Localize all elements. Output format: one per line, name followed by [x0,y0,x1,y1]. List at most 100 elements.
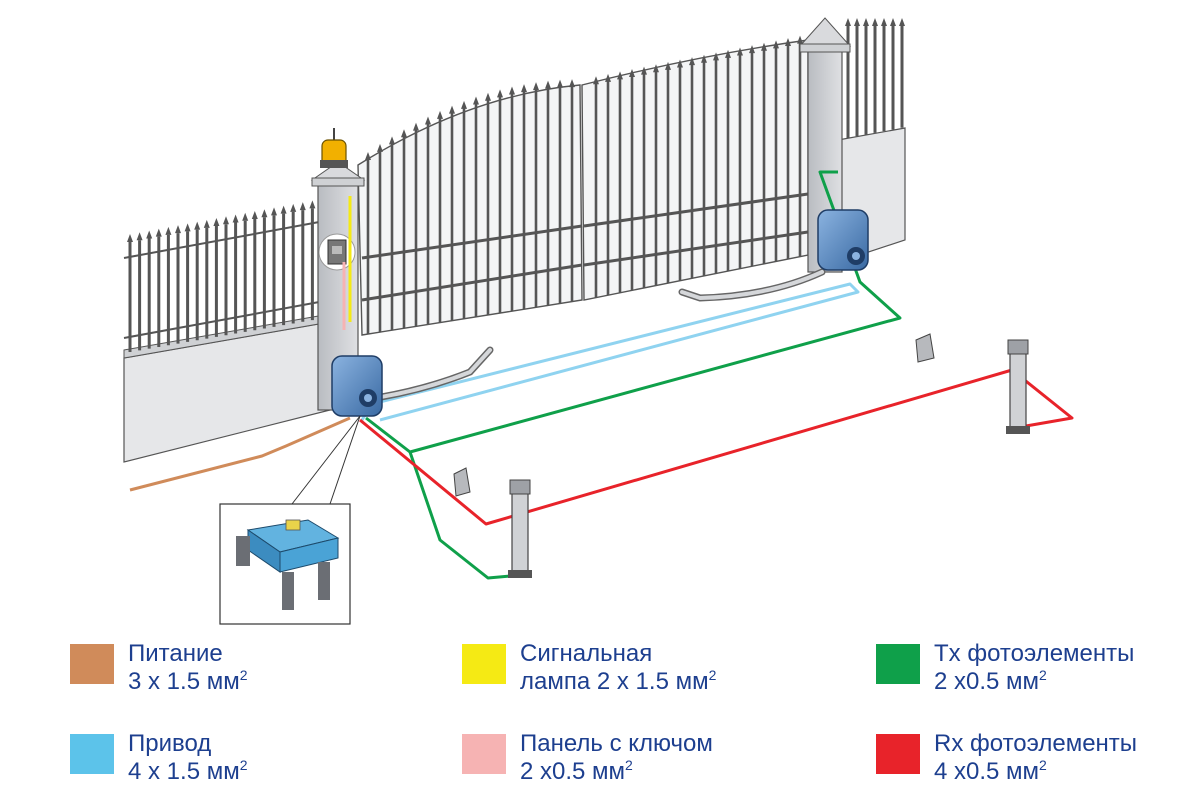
fence-spike [863,18,869,26]
fence-spike [165,226,172,235]
legend-spec-exponent: 2 [1039,757,1047,773]
legend-label-line1: Питание [128,640,223,667]
legend-spec: 3 x 1.5 мм [128,668,240,695]
fence-spike [155,228,162,237]
fence-spike [261,209,268,218]
legend-spec-exponent: 2 [239,757,248,773]
wire-tx [365,170,902,454]
left-fence-rail-low [123,299,331,339]
fence-spike [213,218,220,227]
legend-swatch-lamp [462,644,506,684]
photocell-icon-rx-column [1006,339,1030,434]
legend-swatch-keypad [462,734,506,774]
photocell-icon-wall-left [453,467,471,497]
gate-spike [437,110,443,119]
wire-tx-to-column [408,451,511,580]
gate-spike [521,84,527,93]
legend-swatch-motor [70,734,114,774]
legend-swatch-tx [876,644,920,684]
gate-spike [785,37,791,46]
warning-lamp-icon [320,128,348,168]
fence-spike [127,234,133,242]
legend-label-line2: 3 x 1.5 мм2 [128,668,248,696]
left-motor-icon [331,346,494,417]
gate-spike [617,71,623,80]
gate-spike [653,64,659,73]
gate-spike [593,76,599,85]
fence-spike [203,219,210,228]
legend-label-line1: Сигнальная [520,640,653,667]
gate-spike [761,42,767,51]
gate-spike [365,151,371,160]
control-unit-callout [219,415,361,625]
legend-spec: лампа 2 x 1.5 мм [520,668,709,695]
right-fence-bars [845,18,905,138]
fence-spike [175,225,181,234]
fence-spike [271,207,277,216]
gate-spike [509,86,515,95]
wire-power [129,416,351,492]
gate-spike [797,35,803,44]
fence-spike [845,18,851,26]
fence-spike [280,205,287,214]
gate-spike [605,73,611,82]
fence-spike [899,18,905,26]
gate-spike [389,136,395,145]
wire-rx [359,368,1074,526]
left-fence-rail [123,219,331,259]
gate-spike [449,105,455,114]
legend-spec: 4 x 1.5 мм [128,758,240,785]
legend-label-line2: лампа 2 x 1.5 мм2 [520,668,716,696]
fence-spike [251,210,258,219]
gate-rail-mid-left [361,224,583,260]
gate-spike [461,100,467,109]
fence-spike [146,230,153,239]
gate-spike [689,57,695,66]
legend-swatch-power [70,644,114,684]
gate-spike [569,79,575,88]
gate-spike [677,59,683,68]
fence-spike [872,18,878,26]
gate-rail-low-left [361,263,583,302]
gate-spike [749,45,755,54]
legend-label-line1: Панель с ключом [520,730,713,757]
legend-label-line2: 2 x0.5 мм2 [520,758,713,786]
fence-spike [184,223,191,232]
gate-spike [401,129,407,138]
gate-spike [629,69,635,78]
legend-label-line1: Tx фотоэлементы [934,640,1135,667]
right-motor-icon [678,209,869,302]
photocell-icon-tx-column [508,479,532,578]
fence-spike [299,202,306,211]
legend-spec-exponent: 2 [708,667,717,683]
key-switch-icon [318,233,356,271]
photocell-icon-wall-right [915,333,935,363]
gate [357,35,809,336]
gate-spike [773,40,779,49]
gate-spike [701,54,707,63]
legend-spec: 2 x0.5 мм [520,758,626,785]
fence-spike [881,18,887,26]
gate-spike [485,92,491,101]
fence-spike [223,216,229,225]
legend-label-line2: 4 x 1.5 мм2 [128,758,248,786]
gate-spike [545,80,551,89]
gate-spike [557,79,563,88]
gate-spike [473,96,479,105]
legend-spec-exponent: 2 [1039,667,1047,683]
legend-label-line1: Rx фотоэлементы [934,730,1138,757]
gate-rail-mid-right [583,192,809,228]
fence-spike [890,18,896,26]
legend-spec-exponent: 2 [239,667,248,683]
